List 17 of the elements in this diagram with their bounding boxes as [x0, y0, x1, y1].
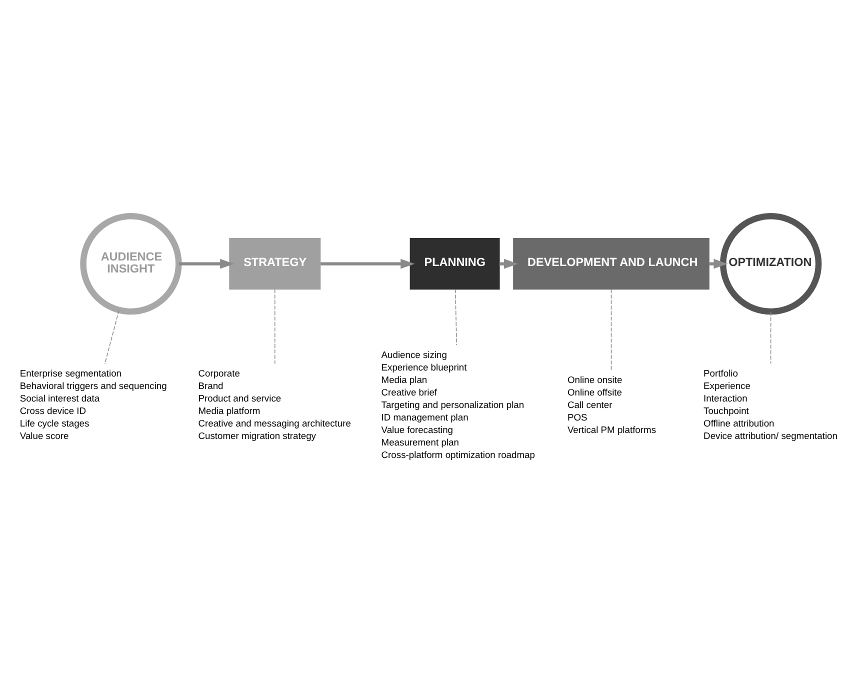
arrow: [320, 258, 415, 268]
connector: [274, 288, 276, 364]
node-box: STRATEGY: [229, 238, 321, 290]
connector: [104, 309, 120, 364]
arrow: [178, 258, 234, 268]
node-box: PLANNING: [410, 238, 500, 290]
node-text: Portfolio Experience Interaction Touchpoint Offline attribution Device attribution/ segmentation: [704, 368, 838, 441]
node-circle: OPTIMIZATION: [720, 212, 822, 314]
node-text: Corporate Brand Product and service Media platform Creative and messaging architecture Customer migration strategy: [198, 368, 351, 441]
node-text: Audience sizing Experience blueprint Media plan Creative brief Targeting and personalization plan ID management plan Value forecasting Measurement plan Cross-platform optimization roadmap: [381, 349, 536, 460]
connector: [770, 311, 772, 364]
node-text: Enterprise segmentation Behavioral triggers and sequencing Social interest data Cross device ID Life cycle stages Value score: [20, 368, 167, 441]
node-circle: AUDIENCE INSIGHT: [80, 212, 182, 314]
connector: [610, 288, 612, 370]
node-box: DEVELOPMENT AND LAUNCH: [513, 238, 710, 290]
connector: [454, 288, 457, 345]
node-text: Online onsite Online offsite Call center POS Vertical PM platforms: [567, 374, 656, 434]
